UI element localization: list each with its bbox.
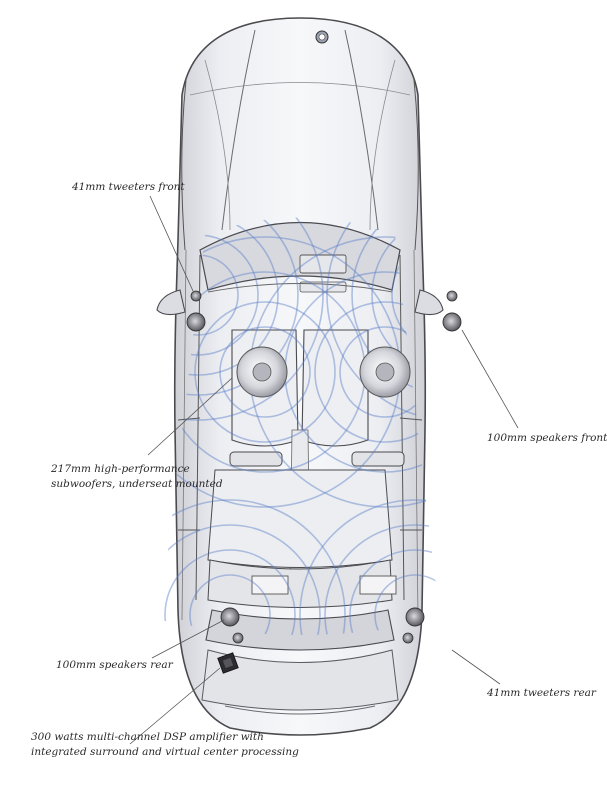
label-tweeters-rear: 41mm tweeters rear bbox=[487, 686, 596, 701]
label-tweeters-front-text: 41mm tweeters front bbox=[72, 181, 185, 193]
label-tweeters-front: 41mm tweeters front bbox=[72, 180, 185, 195]
dsp-amplifier bbox=[217, 652, 239, 674]
rear-speakers bbox=[220, 607, 425, 644]
label-amplifier-line1: 300 watts multi-channel DSP amplifier wi… bbox=[31, 731, 264, 743]
label-speakers-rear: 100mm speakers rear bbox=[56, 658, 173, 673]
label-speakers-rear-text: 100mm speakers rear bbox=[56, 659, 173, 671]
subwoofers bbox=[236, 346, 411, 398]
label-subwoofers: 217mm high-performance subwoofers, under… bbox=[51, 462, 223, 492]
label-amplifier: 300 watts multi-channel DSP amplifier wi… bbox=[31, 730, 299, 760]
label-speakers-front-text: 100mm speakers front bbox=[487, 432, 607, 444]
label-tweeters-rear-text: 41mm tweeters rear bbox=[487, 687, 596, 699]
label-subwoofers-line1: 217mm high-performance bbox=[51, 463, 190, 475]
label-subwoofers-line2: subwoofers, underseat mounted bbox=[51, 478, 223, 490]
side-mirrors bbox=[156, 289, 444, 316]
label-amplifier-line2: integrated surround and virtual center p… bbox=[31, 746, 299, 758]
label-speakers-front: 100mm speakers front bbox=[487, 431, 607, 446]
leader-lines bbox=[129, 195, 519, 745]
front-speakers bbox=[186, 290, 462, 332]
